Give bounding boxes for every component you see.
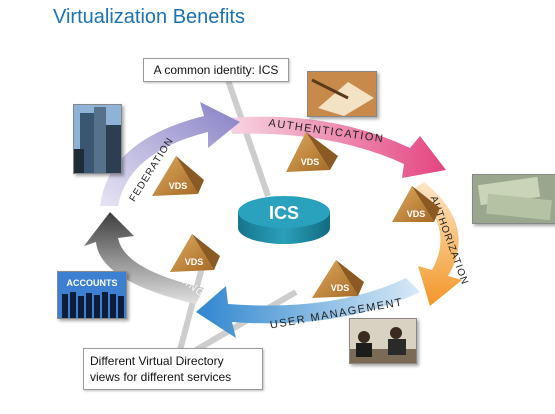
ring-segment-user-management xyxy=(196,278,420,338)
cash-photo xyxy=(472,174,555,224)
vds-pyramid: VDS xyxy=(312,260,364,298)
ics-label: ICS xyxy=(269,203,299,223)
svg-text:VDS: VDS xyxy=(407,209,426,219)
ring-segment-authorization xyxy=(412,182,462,306)
ring-segment-provisioning xyxy=(84,212,204,304)
document-signing-photo xyxy=(307,71,377,117)
callout-line-2: views for different services xyxy=(90,370,232,384)
vds-pyramid: VDS xyxy=(170,234,220,272)
callout-top-pointer xyxy=(225,79,271,197)
svg-text:VDS: VDS xyxy=(331,283,350,293)
ics-cylinder: ICS xyxy=(238,196,330,244)
building-photo xyxy=(73,104,122,174)
ring-label-authentication: AUTHENTICATION xyxy=(268,117,385,145)
svg-text:VDS: VDS xyxy=(185,257,204,267)
ring-segment-federation xyxy=(100,102,240,206)
common-identity-callout: A common identity: ICS xyxy=(143,58,289,82)
ring-segment-authentication xyxy=(228,116,446,178)
vds-pyramid: VDS xyxy=(286,132,338,172)
vds-pyramid: VDS xyxy=(152,156,204,196)
callout-line-1: Different Virtual Directory xyxy=(90,354,224,368)
vds-pyramid: VDS xyxy=(392,186,440,222)
meeting-photo xyxy=(349,318,417,364)
callout-bottom-pointer-1 xyxy=(177,259,207,351)
svg-text:VDS: VDS xyxy=(169,181,188,191)
accounts-photo: ACCOUNTS xyxy=(57,271,127,319)
svg-text:VDS: VDS xyxy=(301,157,320,167)
accounts-label: ACCOUNTS xyxy=(67,278,118,288)
virtual-directory-callout: Different Virtual Directory views for di… xyxy=(83,348,263,390)
page-title: Virtualization Benefits xyxy=(53,6,245,28)
